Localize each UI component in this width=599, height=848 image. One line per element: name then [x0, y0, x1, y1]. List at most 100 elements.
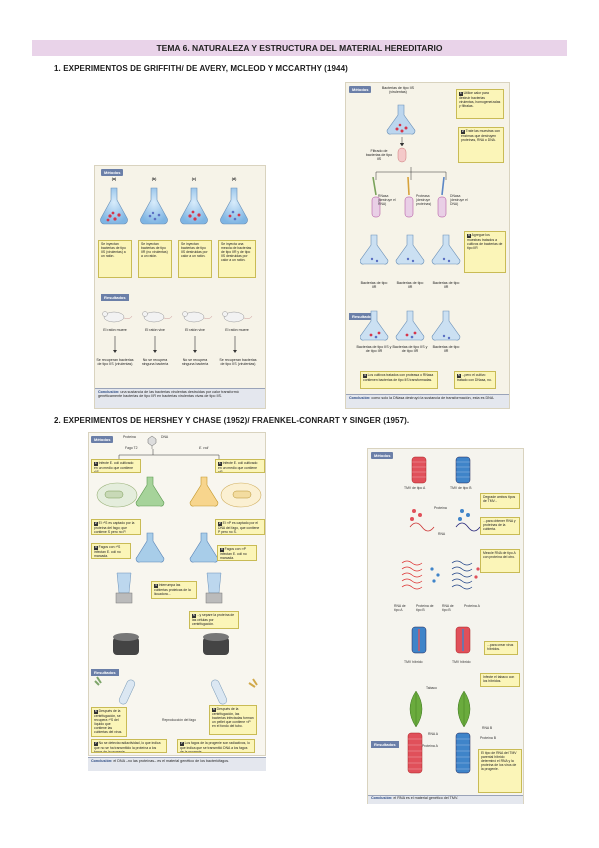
mouse-icon [142, 311, 173, 323]
result-text: Se recuperan bacterias de tipo IIS (viru… [96, 358, 134, 367]
rna-b-label: RNA B [482, 726, 493, 730]
method-note-d: Se inyecta una mezcla de bacterias de ti… [218, 240, 256, 278]
pipette-icon [404, 177, 414, 218]
hybrid-label: TMV híbrido [404, 660, 423, 664]
flask-label: Bacterias de tipo IIR [396, 281, 424, 290]
tmv-a-icon [411, 456, 427, 484]
tobacco-leaves [409, 690, 471, 728]
flask-icon [140, 187, 168, 225]
mouse-icon [102, 311, 133, 323]
pipette-icon [437, 177, 447, 218]
tabaco-label: Tabaco [426, 686, 437, 690]
rna-a-label: RNA A [428, 732, 438, 736]
method-note-a: Se inyectan bacterias de tipo IIS (virul… [98, 240, 132, 278]
centrifuges [113, 633, 229, 655]
flask-icon [220, 187, 248, 225]
section-1-heading: 1. EXPERIMENTOS DE GRIFFITH/ DE AVERY, M… [54, 64, 348, 73]
griffith-conclusion: Conclusión: una sustancia de las bacteri… [95, 388, 265, 408]
fraenkel-note-2: ...para obtener RNA y proteínas de la cu… [480, 517, 520, 535]
conclusion-label: Conclusión: [98, 390, 120, 394]
infection-flasks [96, 476, 262, 508]
col-letter: (d) [231, 177, 237, 181]
hershey-conclusion: Conclusión: el DNA –no las proteínas– es… [88, 757, 266, 771]
split-arrows [375, 167, 447, 180]
avery-note-5: 5...pero el cultivo tratado con DNasa, n… [454, 371, 496, 389]
hybrid-label: TMV híbrido [452, 660, 471, 664]
conclusion-text: una sustancia de las bacterias virulenta… [98, 390, 239, 399]
flask-icon [395, 234, 425, 265]
protein-a-label: Proteína A [422, 744, 438, 748]
method-note-c: Se inyectan bacterias de tipo IIS destru… [178, 240, 212, 278]
ecoli-label: E. coli [199, 446, 209, 450]
tmv-a-label: TMV de tipo A [404, 486, 426, 490]
conclusion-text: el DNA –no las proteínas– es el material… [113, 759, 230, 763]
results-label: Resultados [91, 669, 119, 676]
dna-label: DNA [161, 435, 169, 439]
flask-icon [360, 310, 389, 341]
centrifuge-icon [203, 633, 229, 655]
filtrado-label: Filtrado de bacterias de tipo IIS [365, 149, 393, 162]
enzyme-label: Proteasa (destruye proteínas) [416, 194, 432, 206]
methods-label: Métodos [371, 452, 394, 459]
blenders [115, 572, 223, 604]
conclusion-label: Conclusión: [371, 796, 393, 800]
degradation [409, 509, 481, 532]
flask-label: Bacterias de tipo IIR [432, 281, 460, 290]
fraenkel-note-3: Mezcle RNA de tipo A con proteína del ot… [480, 549, 520, 573]
results-label: Resultados [349, 313, 377, 320]
flask-icon [180, 187, 208, 225]
progeny-rods [407, 732, 471, 774]
tmv-rods [411, 456, 471, 484]
flask-icon [395, 310, 425, 341]
leaf-icon [457, 690, 471, 728]
separated-components [401, 560, 480, 590]
enzyme-tubes [371, 177, 447, 218]
avery-conclusion: Conclusión: como solo la DNasa destruyó … [346, 394, 509, 408]
pipette-icon [371, 177, 381, 218]
conclusion-text: como solo la DNasa destruyó la sustancia… [371, 396, 495, 400]
result-flask-label: Bacterias de tipo IIS y de tipo IIR [356, 345, 392, 354]
fraenkel-note-1: Degrade ambos tipos de TMV... [480, 493, 520, 509]
result-text: No se recupera ninguna bacteria [181, 358, 209, 367]
fraenkel-note-5: Infecte el tabaco con los híbridos. [480, 673, 520, 687]
methods-label: Métodos [91, 436, 114, 443]
enzyme-label: DNasa (destruye el DNA) [450, 194, 468, 206]
result-text: Se recuperan bacterias de tipo IIS (viru… [219, 358, 257, 367]
flask-icon [431, 310, 461, 341]
blender-icon [115, 572, 133, 604]
arrow [400, 137, 404, 147]
mouse-icon [222, 311, 253, 323]
blender-icon [205, 572, 223, 604]
methods-label: Métodos [101, 169, 124, 176]
protein-label: Proteína [123, 435, 136, 439]
mouse-outcome: El ratón muere [103, 328, 127, 332]
centrifuge-note: 5...y separe la proteína de las células … [189, 611, 239, 629]
avery-top-label: Bacterias de tipo IIS (virulentas) [381, 86, 415, 95]
fraenkel-conclusion: Conclusión: el RNA es el material genéti… [368, 795, 523, 804]
leaf-icon [409, 690, 423, 728]
col-letter: (c) [191, 177, 197, 181]
methods-label: Métodos [349, 86, 372, 93]
flask-icon [386, 104, 416, 135]
document-title: TEMA 6. NATURALEZA Y ESTRUCTURA DEL MATE… [32, 40, 567, 56]
avery-flasks-result [360, 310, 461, 341]
protein-label: Proteína [434, 506, 447, 510]
phage-icon [147, 435, 157, 449]
reproduction-label: Reproducción del fago [162, 718, 196, 722]
tube-icon [397, 147, 407, 163]
avery-figure: Métodos Bacterias de tipo IIS (virulenta… [345, 82, 510, 409]
results-label: Resultados [101, 294, 129, 301]
mouse-outcome: El ratón muere [225, 328, 249, 332]
flask-label: Bacterias de tipo IIR [360, 281, 388, 290]
section-2-heading: 2. EXPERIMENTOS DE HERSHEY Y CHASE (1952… [54, 416, 410, 425]
